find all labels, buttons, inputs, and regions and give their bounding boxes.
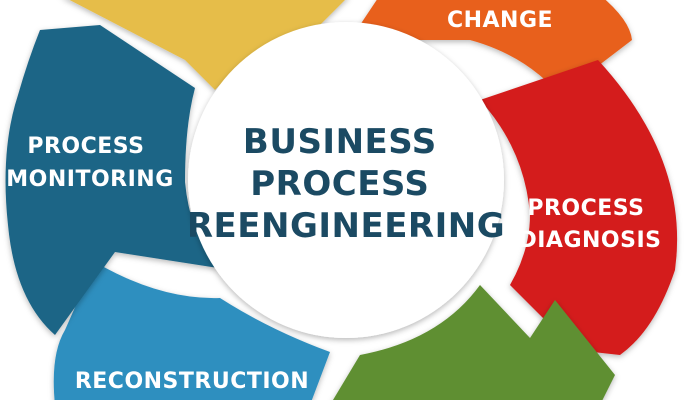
segment-bottom-green [333,285,615,400]
label-reconstruction: RECONSTRUCTION [75,369,309,394]
label-change: CHANGE [447,8,553,33]
center-circle [188,22,504,338]
segment-change [350,0,632,95]
center-title: BUSINESS PROCESS REENGINEERING [187,122,505,246]
segment-reconstruction [53,262,330,400]
label-process-diagnosis: PROCESS DIAGNOSIS [518,196,661,253]
label-process-monitoring: PROCESS MONITORING [6,134,174,192]
segment-process-diagnosis [480,60,678,355]
segment-top-yellow [69,0,345,90]
segment-process-monitoring [5,25,218,335]
